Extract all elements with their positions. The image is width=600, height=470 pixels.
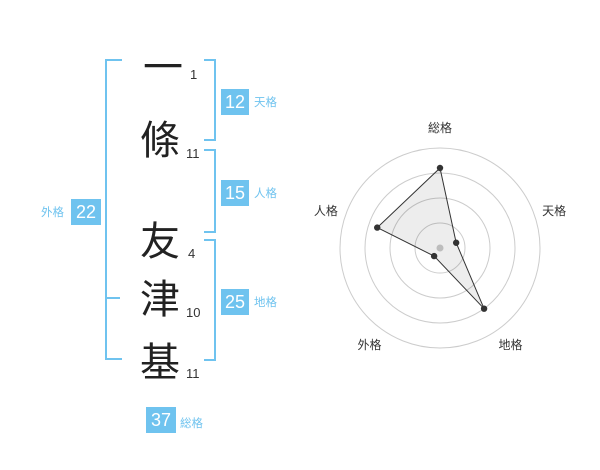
radar-ring (414, 222, 466, 274)
stroke-count-1: 1 (190, 67, 198, 82)
radar-polygon (376, 167, 485, 310)
stroke-count-2: 11 (186, 146, 200, 161)
stroke-count-5: 11 (186, 366, 200, 381)
gaikaku-bracket-divider (105, 297, 120, 299)
radar-center (436, 244, 444, 252)
kanji-char-2: 條 (140, 118, 180, 164)
radar-point-4 (430, 252, 438, 260)
soukaku-badge: 37 (146, 407, 176, 433)
gaikaku-bracket (105, 59, 122, 360)
radar-point-3 (480, 305, 488, 312)
gaikaku-badge: 22 (71, 199, 101, 225)
jinkaku-badge: 15 (221, 180, 249, 206)
radar-axis-label-1: 総格 (428, 120, 452, 135)
kanji-char-4: 津 (140, 277, 180, 323)
kanji-char-5: 基 (140, 340, 180, 386)
radar-axis-label-5: 人格 (314, 203, 338, 218)
chikaku-bracket (204, 239, 216, 361)
stroke-count-3: 4 (188, 246, 196, 261)
radar-axis-label-2: 天格 (542, 203, 566, 218)
jinkaku-label: 人格 (254, 186, 277, 200)
tenkaku-label: 天格 (254, 95, 277, 109)
radar-axis-label-3: 地格 (499, 337, 523, 352)
radar-point-5 (374, 224, 381, 231)
tenkaku-badge: 12 (221, 89, 249, 115)
soukaku-label: 総格 (180, 416, 203, 430)
radar-point-2 (452, 239, 460, 246)
radar-axis-label-4: 外格 (357, 337, 381, 352)
radar-ring (364, 172, 516, 324)
kanji-char-1: 一 (143, 45, 183, 91)
chikaku-badge: 25 (221, 289, 249, 315)
tenkaku-bracket (204, 59, 216, 141)
radar-ring (389, 197, 491, 299)
jinkaku-bracket (204, 149, 216, 233)
kanji-char-3: 友 (140, 219, 180, 265)
gaikaku-label: 外格 (41, 205, 64, 219)
radar-ring (339, 147, 541, 349)
chikaku-label: 地格 (254, 295, 277, 309)
radar-point-1 (436, 164, 444, 172)
stroke-count-4: 10 (186, 305, 201, 320)
